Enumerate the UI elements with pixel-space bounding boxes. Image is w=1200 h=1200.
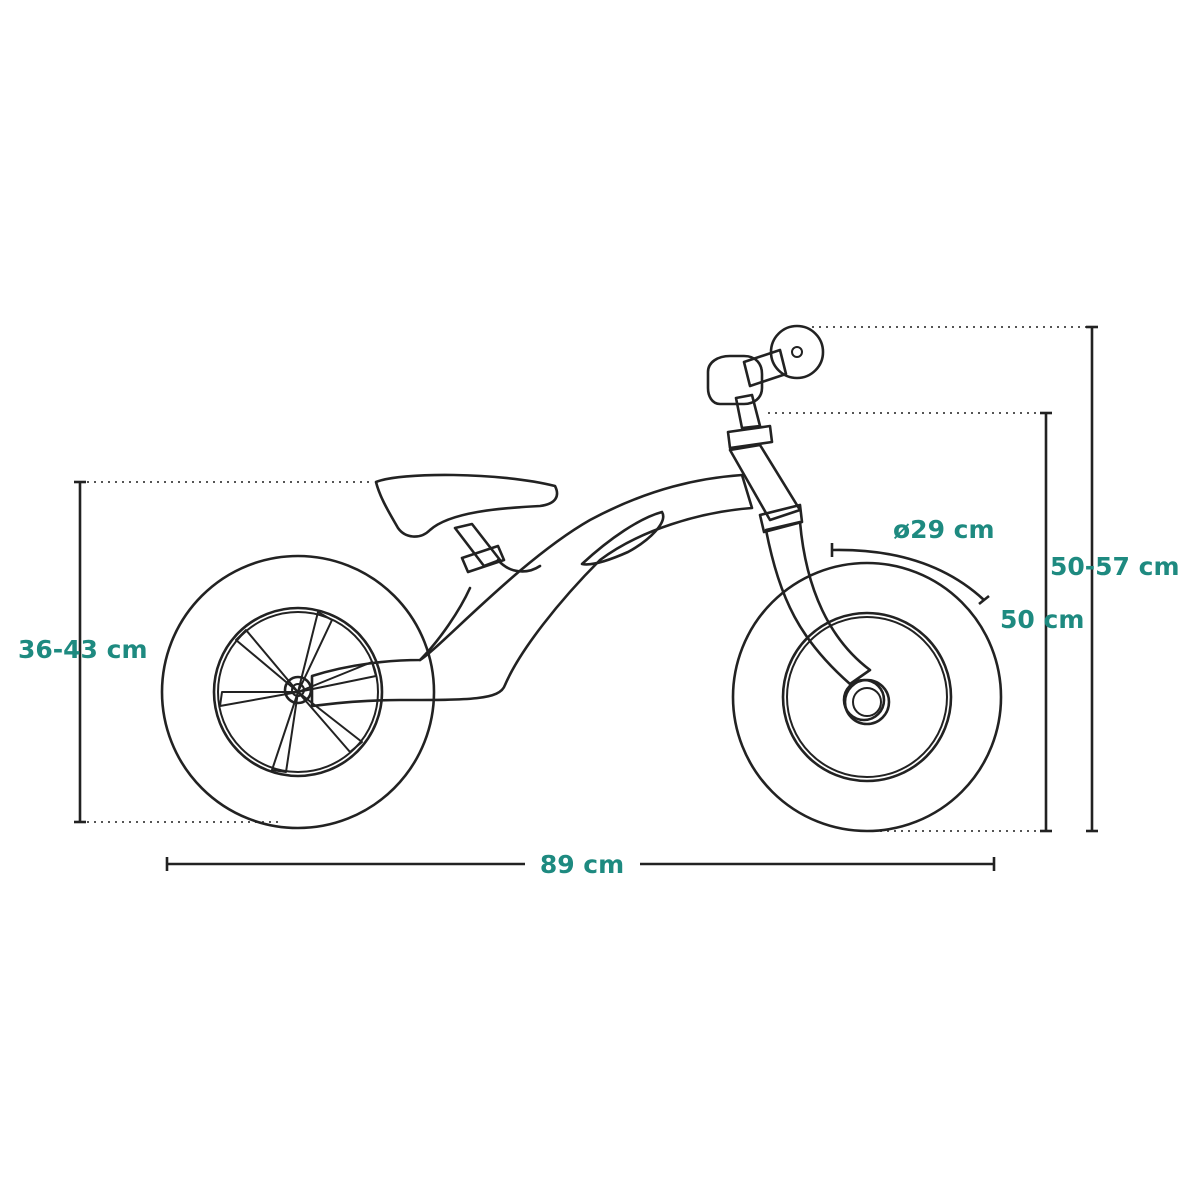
length-label: 89 cm: [540, 850, 624, 879]
wheel-diameter-arc: [830, 543, 990, 606]
front-wheel: [731, 561, 1003, 833]
handlebar: [706, 324, 825, 406]
balance-bike-illustration: [160, 324, 1003, 833]
handlebar-height-label: 50-57 cm: [1050, 552, 1180, 581]
frame-height-label: 50 cm: [1000, 605, 1084, 634]
bike-frame: [310, 393, 804, 708]
seat-height-label: 36-43 cm: [18, 635, 148, 664]
handlebar-height-dimension: [1086, 325, 1098, 833]
extension-lines: [80, 326, 1092, 832]
rear-wheel: [160, 554, 436, 830]
front-fork: [764, 520, 886, 722]
seat: [374, 473, 559, 574]
wheel-diameter-label: ø29 cm: [893, 515, 995, 544]
length-dimension: [165, 857, 996, 871]
seat-height-dimension: [74, 480, 86, 824]
rear-wheel-spokes: [219, 611, 377, 773]
frame-height-dimension: [1040, 411, 1052, 833]
